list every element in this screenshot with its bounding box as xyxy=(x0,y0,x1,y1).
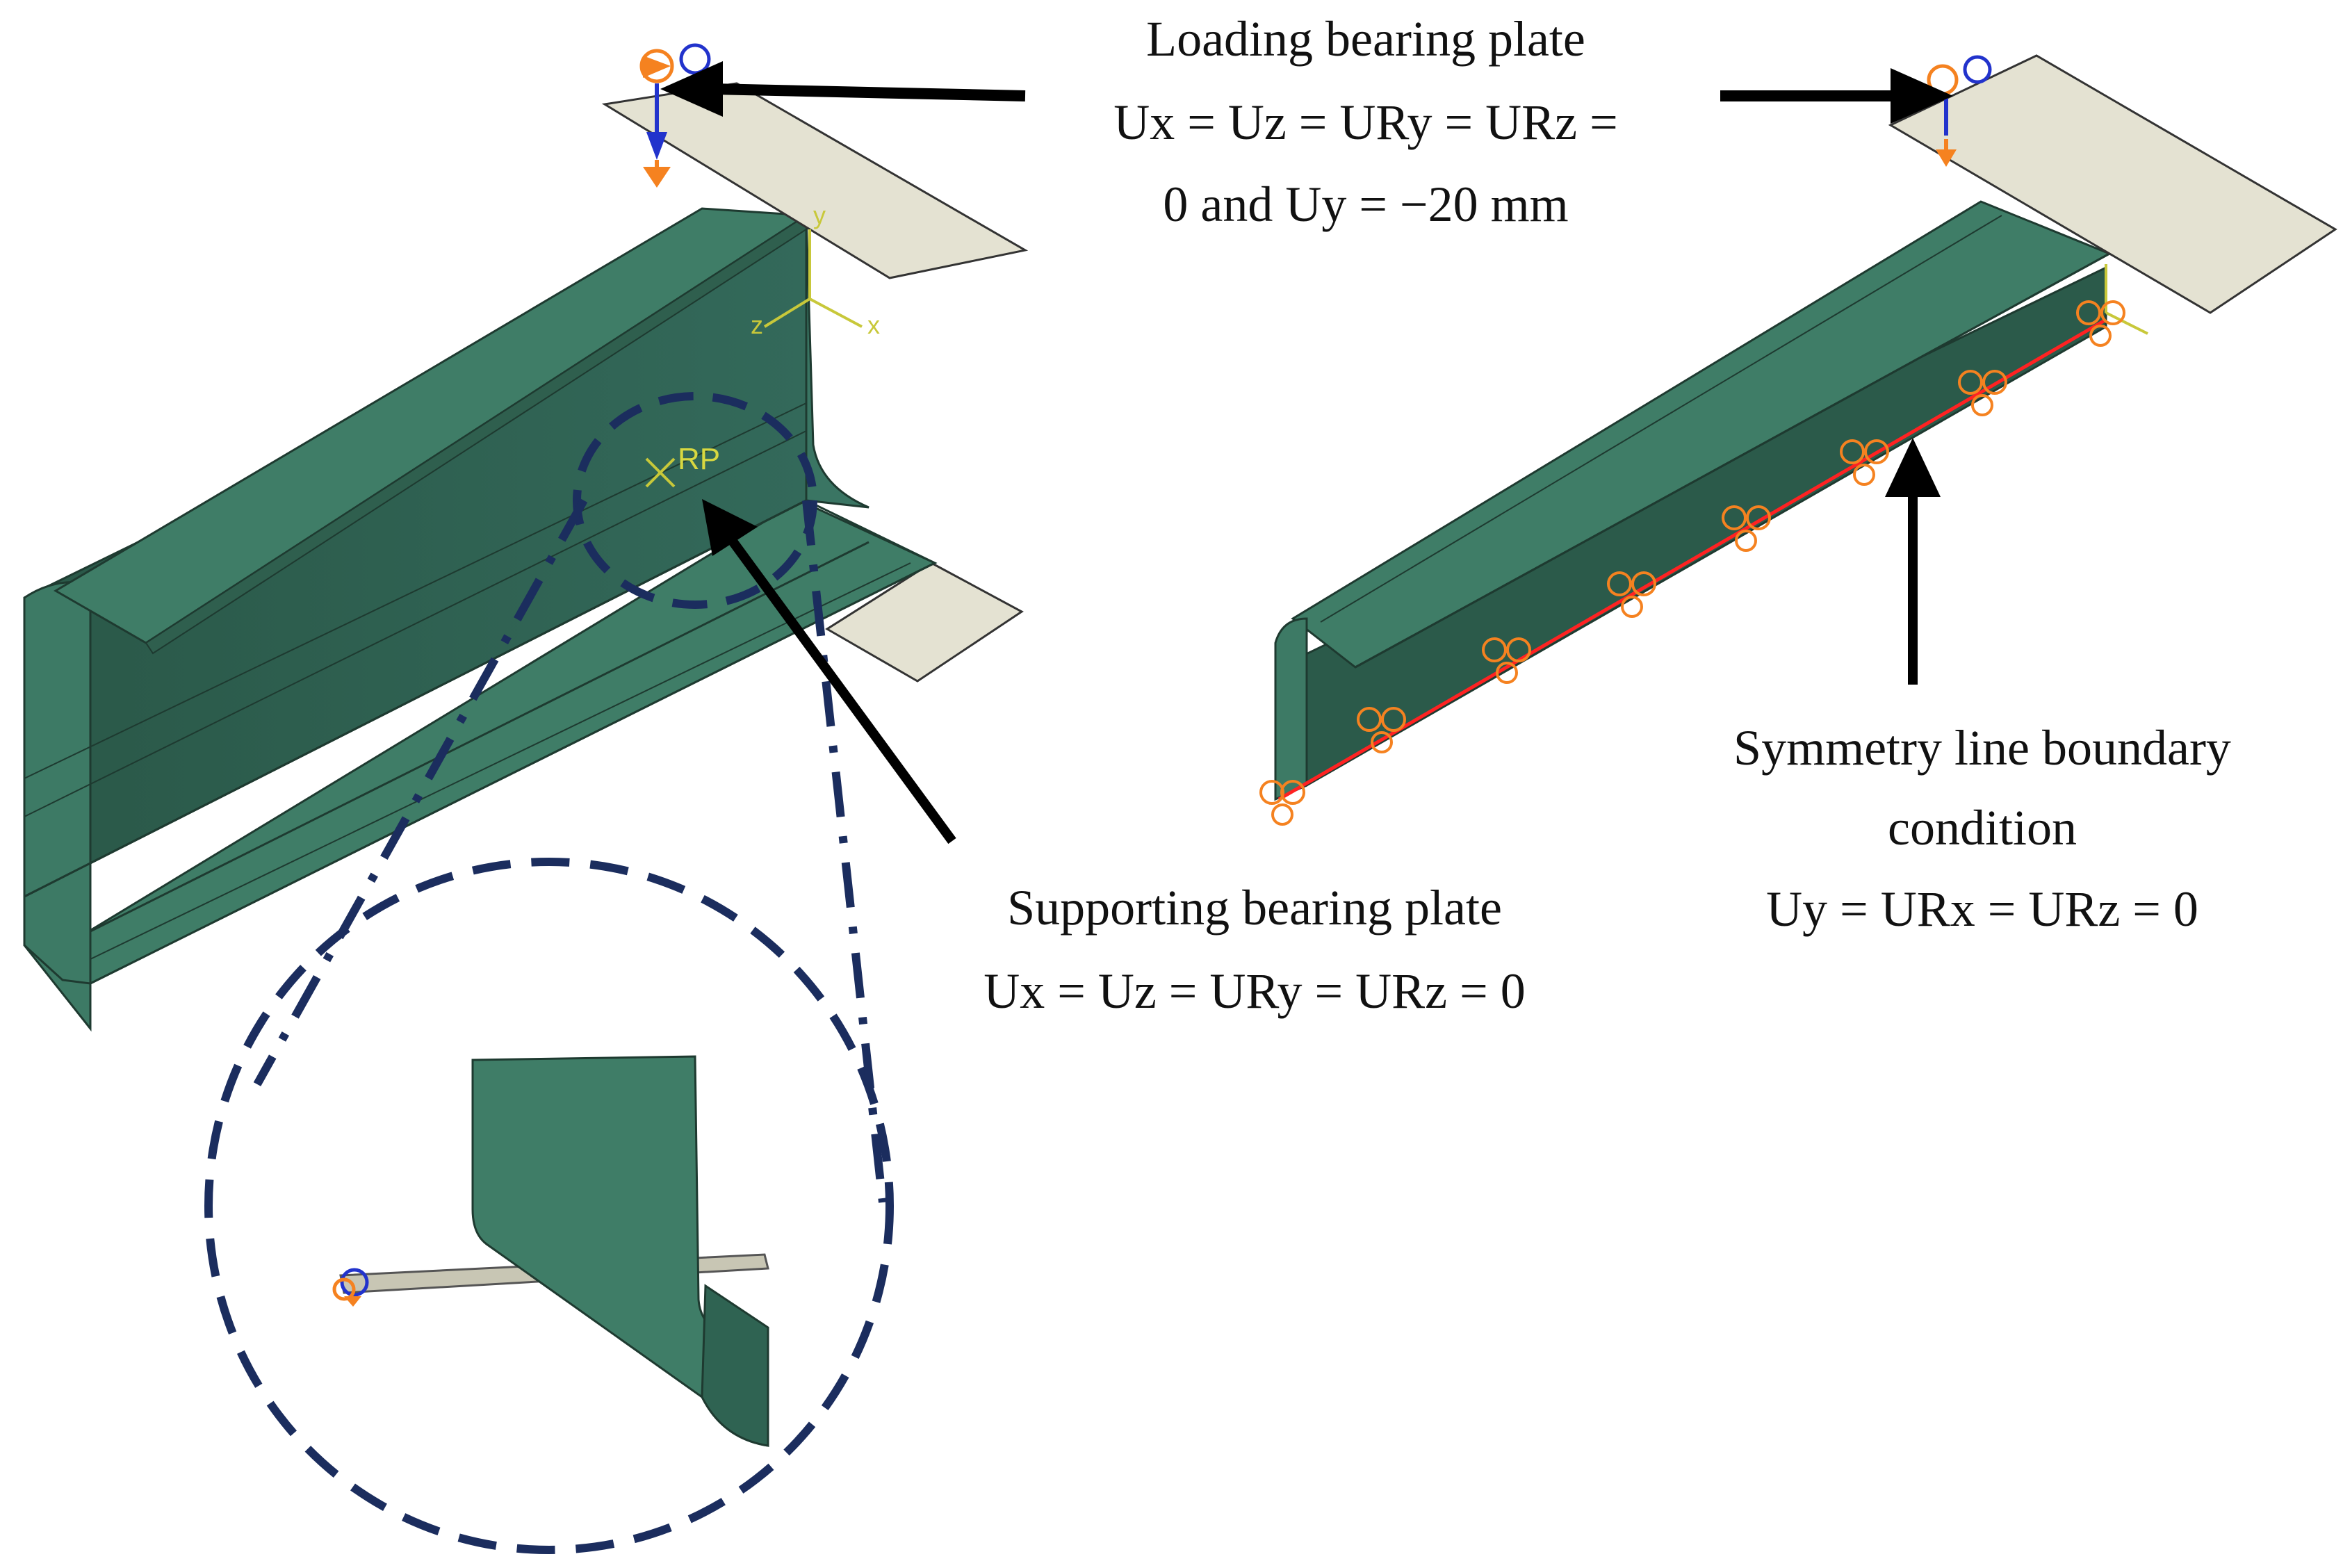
bc-marker xyxy=(1607,571,1656,618)
axis-triad xyxy=(763,229,863,328)
right-beam-model xyxy=(1259,54,2337,826)
bc-marker xyxy=(1357,707,1406,753)
bc-marker xyxy=(1259,780,1305,826)
supporting-label-line2: Ux = Uz = URy = URz = 0 xyxy=(983,963,1525,1019)
bc-marker xyxy=(2076,300,2125,347)
loading-label-line3: 0 and Uy = −20 mm xyxy=(1163,177,1568,232)
symmetry-label-line1: Symmetry line boundary xyxy=(1733,720,2231,776)
supporting-arrow xyxy=(729,539,956,844)
symmetry-label-line2: condition xyxy=(1888,800,2077,856)
loading-label-line2: Ux = Uz = URy = URz = xyxy=(1113,95,1617,150)
zoom-detail xyxy=(332,1055,769,1447)
bc-marker xyxy=(1840,439,1889,486)
callout-small-ellipse xyxy=(573,392,817,609)
loading-label-line1: Loading bearing plate xyxy=(1146,11,1585,67)
label-supporting: Supporting bearing plate Ux = Uz = URy =… xyxy=(983,880,1525,1019)
beam-end-lip xyxy=(23,581,92,1032)
supporting-label-line1: Supporting bearing plate xyxy=(1007,880,1502,936)
left-beam-model: y x z RP xyxy=(23,43,1029,1032)
label-symmetry: Symmetry line boundary condition Uy = UR… xyxy=(1733,720,2231,937)
zoom-rp-marker xyxy=(332,1268,369,1307)
supporting-bearing-plate xyxy=(825,562,1024,683)
axis-label-x: x xyxy=(867,311,880,339)
callout-large-ellipse xyxy=(204,858,894,1554)
zoom-callout xyxy=(204,392,894,1554)
right-beam-web xyxy=(1277,266,2107,787)
symmetry-label-line3: Uy = URx = URz = 0 xyxy=(1766,881,2198,937)
rp-marker xyxy=(645,457,676,488)
loading-arrow-left xyxy=(712,83,1026,101)
symmetry-edge xyxy=(1277,318,2107,801)
load-marker-right xyxy=(1927,55,1992,167)
symmetry-bc-markers xyxy=(1259,300,2125,826)
label-loading: Loading bearing plate Ux = Uz = URy = UR… xyxy=(1113,11,1617,232)
bc-marker xyxy=(1958,370,2007,416)
zoom-flange xyxy=(701,1284,769,1447)
axis-label-z: z xyxy=(751,311,763,339)
bc-marker xyxy=(1722,505,1771,552)
right-top-flange xyxy=(1291,200,2112,669)
rp-label: RP xyxy=(678,442,720,476)
axis-label-y: y xyxy=(813,201,826,229)
load-marker-left xyxy=(639,43,711,188)
right-beam-end-lip xyxy=(1274,617,1308,801)
annotation-arrows xyxy=(660,61,1953,844)
bc-marker xyxy=(1482,637,1531,684)
top-flange-lip xyxy=(145,214,807,655)
